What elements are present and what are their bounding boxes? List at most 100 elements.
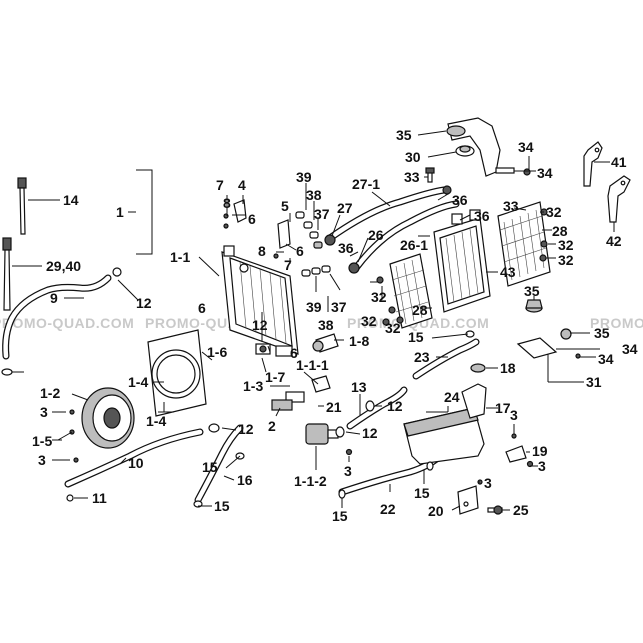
label-30: 30 <box>405 149 421 165</box>
label-24: 24 <box>444 389 460 405</box>
label-37: 37 <box>331 299 347 315</box>
label-22: 22 <box>380 501 396 517</box>
label-43: 43 <box>500 264 516 280</box>
label-6: 6 <box>248 211 256 227</box>
label-11: 11 <box>92 490 107 506</box>
label-35: 35 <box>594 325 610 341</box>
part-labels: 35 34 30 33 34 41 42 14 1 7 4 8 6 39 38 … <box>32 127 638 524</box>
label-39: 39 <box>296 169 312 185</box>
label-5: 5 <box>281 198 289 214</box>
label-2: 2 <box>268 418 276 434</box>
label-3: 3 <box>484 475 492 491</box>
label-27-1: 27-1 <box>352 176 380 192</box>
grommets-lower-part <box>301 265 331 277</box>
label-32: 32 <box>385 320 401 336</box>
label-36: 36 <box>474 208 490 224</box>
switch-1-7-part <box>255 343 271 355</box>
label-26: 26 <box>368 227 384 243</box>
label-41: 41 <box>611 154 627 170</box>
label-7: 7 <box>284 257 292 273</box>
label-9: 9 <box>50 290 58 306</box>
thermostat-housing-part <box>271 375 339 445</box>
label-38: 38 <box>318 317 334 333</box>
bracket-31-part <box>516 328 581 359</box>
label-29-40: 29,40 <box>46 258 81 274</box>
label-15: 15 <box>202 459 218 475</box>
braided-hoses-part <box>324 185 460 274</box>
label-33: 33 <box>404 169 420 185</box>
hose-9-part <box>2 267 122 360</box>
label-12: 12 <box>252 317 268 333</box>
hose-29-40-part <box>2 237 12 311</box>
hose-13-part <box>346 386 408 430</box>
grommet-35-part <box>525 299 543 313</box>
label-36: 36 <box>338 240 354 256</box>
label-32: 32 <box>361 313 377 329</box>
label-13: 13 <box>351 379 367 395</box>
label-33: 33 <box>503 198 519 214</box>
label-1-1-1: 1-1-1 <box>296 357 329 373</box>
label-32: 32 <box>371 289 387 305</box>
label-23: 23 <box>414 349 430 365</box>
label-8: 8 <box>223 195 231 211</box>
hose-23-part <box>412 338 480 380</box>
label-3: 3 <box>538 458 546 474</box>
label-10: 10 <box>128 455 144 471</box>
watermark-text-1: PROMO-QUAD.COM <box>0 315 134 331</box>
grommets-upper-part <box>295 211 323 249</box>
leader-lines <box>12 130 615 511</box>
label-6: 6 <box>290 345 298 361</box>
label-1-5: 1-5 <box>32 433 52 449</box>
dipstick-14-part <box>17 177 27 235</box>
label-20: 20 <box>428 503 444 519</box>
label-21: 21 <box>326 399 342 415</box>
label-39: 39 <box>306 299 322 315</box>
label-37: 37 <box>314 206 330 222</box>
label-27: 27 <box>337 200 353 216</box>
bolts-32-part <box>376 208 548 326</box>
label-34: 34 <box>518 139 534 155</box>
label-26-1: 26-1 <box>400 237 428 253</box>
label-14: 14 <box>63 192 79 208</box>
label-4: 4 <box>238 177 246 193</box>
label-1-6: 1-6 <box>207 344 227 360</box>
bracket-41-part <box>583 141 603 187</box>
fan-shroud-part <box>147 329 207 417</box>
label-1-4: 1-4 <box>146 413 166 429</box>
label-34: 34 <box>537 165 553 181</box>
label-38: 38 <box>306 187 322 203</box>
label-3: 3 <box>344 463 352 479</box>
bolt-25-part <box>487 505 503 515</box>
bolt-33-part <box>425 167 435 183</box>
label-6: 6 <box>296 243 304 259</box>
label-1-8: 1-8 <box>349 333 369 349</box>
label-34: 34 <box>598 351 614 367</box>
label-25: 25 <box>513 502 529 518</box>
filler-1-8-part <box>312 333 339 353</box>
label-8: 8 <box>258 243 266 259</box>
label-1-1-2: 1-1-2 <box>294 473 327 489</box>
oil-cooler-part <box>433 209 491 313</box>
label-3: 3 <box>510 407 518 423</box>
label-12: 12 <box>362 425 378 441</box>
bracket-4-part <box>223 199 247 229</box>
screen-28-lower-part <box>389 253 433 329</box>
label-12: 12 <box>387 398 403 414</box>
bracket-20-part <box>457 485 479 515</box>
radiator-part <box>221 245 299 357</box>
top-bracket-part <box>446 117 531 177</box>
hose-10-part <box>64 428 204 502</box>
bracket-5-part <box>273 219 291 259</box>
label-6: 6 <box>198 300 206 316</box>
hose-16-part <box>194 424 244 504</box>
label-1-4: 1-4 <box>128 374 148 390</box>
fan-motor-part <box>81 387 135 449</box>
label-1-1: 1-1 <box>170 249 190 265</box>
label-34: 34 <box>622 341 638 357</box>
label-12: 12 <box>136 295 152 311</box>
label-35: 35 <box>396 127 412 143</box>
label-32: 32 <box>546 204 562 220</box>
label-15: 15 <box>214 498 230 514</box>
label-1-2: 1-2 <box>40 385 60 401</box>
